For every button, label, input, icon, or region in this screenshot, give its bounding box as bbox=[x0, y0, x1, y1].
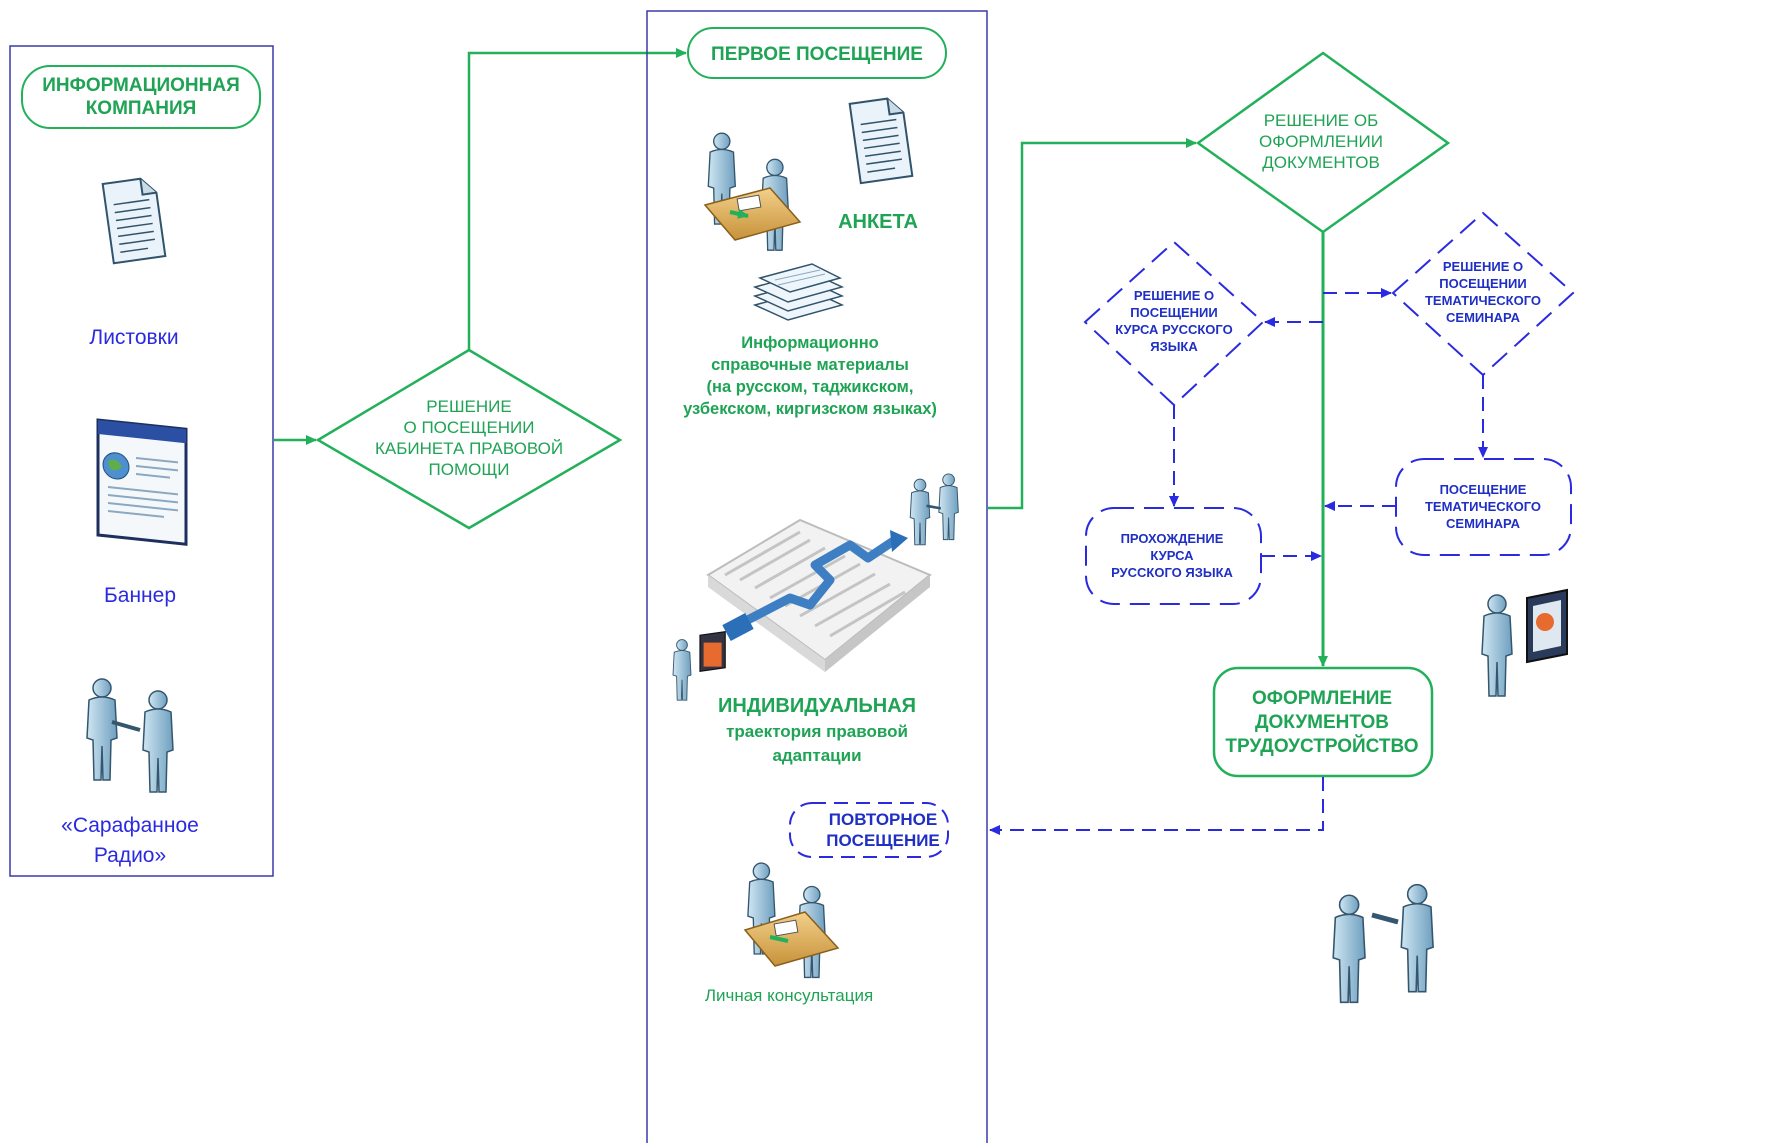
repeat-visit-line2: ПОСЕЩЕНИЕ bbox=[826, 831, 940, 850]
seminar-visit-line1: ПОСЕЩЕНИЕ bbox=[1440, 482, 1527, 497]
first-visit-title: ПЕРВОЕ ПОСЕЩЕНИЕ bbox=[711, 44, 923, 65]
repeat-visit-line1: ПОВТОРНОЕ bbox=[829, 810, 937, 829]
info-campaign-title-line1: ИНФОРМАЦИОННАЯ bbox=[42, 75, 239, 96]
employment-box bbox=[1212, 666, 1434, 778]
info-campaign-title-box bbox=[21, 65, 261, 129]
trajectory-line2: траектория правовой bbox=[726, 722, 908, 741]
seminar-visit-line2: ТЕМАТИЧЕСКОГО bbox=[1425, 499, 1541, 514]
personal-consultation-meeting-desk-icon bbox=[743, 862, 840, 979]
employment-line1: ОФОРМЛЕНИЕ bbox=[1252, 688, 1392, 709]
employment-handshake-icon bbox=[1332, 883, 1434, 1004]
connector-first-visit-to-documents-decision bbox=[988, 138, 1197, 510]
employment-line2: ДОКУМЕНТОВ bbox=[1255, 712, 1389, 733]
word-of-mouth-label-line1: «Сарафанное bbox=[61, 814, 199, 837]
decision-seminar-line4: СЕМИНАРА bbox=[1446, 310, 1521, 325]
decision-documents-diamond bbox=[1195, 51, 1451, 234]
personal-consultation-label: Личная консультация bbox=[705, 986, 873, 1005]
materials-line3: (на русском, таджикском, bbox=[707, 378, 914, 396]
decision-seminar-line1: РЕШЕНИЕ О bbox=[1443, 259, 1523, 274]
materials-line1: Информационно bbox=[741, 334, 879, 352]
decision-seminar-line3: ТЕМАТИЧЕСКОГО bbox=[1425, 293, 1541, 308]
decision-seminar-line2: ПОСЕЩЕНИИ bbox=[1439, 276, 1527, 291]
materials-line4: узбекском, киргизском языках) bbox=[683, 400, 937, 418]
decision-seminar-diamond bbox=[1391, 211, 1575, 377]
first-visit-title-box bbox=[687, 27, 947, 79]
leaflets-label: Листовки bbox=[89, 326, 178, 349]
russian-course-line2: КУРСА bbox=[1150, 548, 1194, 563]
decision-legal-office-line2: О ПОСЕЩЕНИИ bbox=[404, 418, 535, 437]
word-of-mouth-handshake-icon bbox=[86, 678, 174, 793]
presenter-presentation-icon bbox=[672, 631, 726, 701]
connector-decision-to-first-visit bbox=[467, 48, 687, 350]
seminar-presenter-presentation-icon bbox=[1481, 588, 1568, 697]
info-campaign-panel bbox=[9, 45, 274, 877]
decision-documents-line3: ДОКУМЕНТОВ bbox=[1262, 153, 1380, 172]
decision-russian-course-line3: КУРСА РУССКОГО bbox=[1115, 322, 1232, 337]
banner-label: Баннер bbox=[104, 584, 176, 607]
trajectory-line3: адаптации bbox=[772, 746, 861, 765]
info-campaign-title-line2: КОМПАНИЯ bbox=[86, 98, 197, 119]
decision-russian-course-line2: ПОСЕЩЕНИИ bbox=[1130, 305, 1218, 320]
questionnaire-label: АНКЕТА bbox=[838, 211, 918, 233]
trajectory-line1: ИНДИВИДУАЛЬНАЯ bbox=[718, 695, 916, 717]
decision-russian-course-line4: ЯЗЫКА bbox=[1150, 339, 1198, 354]
seminar-visit-line3: СЕМИНАРА bbox=[1446, 516, 1521, 531]
russian-course-line3: РУССКОГО ЯЗЫКА bbox=[1111, 565, 1233, 580]
decision-russian-course-line1: РЕШЕНИЕ О bbox=[1134, 288, 1214, 303]
agreement-handshake-icon bbox=[909, 473, 959, 546]
decision-legal-office-diamond bbox=[315, 348, 623, 530]
repeat-visit-box bbox=[789, 802, 949, 858]
connector-employment-to-repeat-visit bbox=[989, 777, 1324, 835]
decision-legal-office-line3: КАБИНЕТА ПРАВОВОЙ bbox=[375, 439, 563, 458]
decision-documents-line2: ОФОРМЛЕНИИ bbox=[1259, 132, 1383, 151]
decision-russian-course-diamond bbox=[1083, 240, 1265, 407]
decision-legal-office-line4: ПОМОЩИ bbox=[429, 460, 510, 479]
russian-course-line1: ПРОХОЖДЕНИЕ bbox=[1121, 531, 1224, 546]
questionnaire-document-icon bbox=[848, 95, 914, 185]
leaflet-document-icon bbox=[101, 175, 167, 265]
word-of-mouth-label-line2: Радио» bbox=[94, 844, 166, 867]
decision-documents-line1: РЕШЕНИЕ ОБ bbox=[1264, 111, 1379, 130]
consultation-meeting-desk-icon bbox=[703, 132, 802, 251]
maze-icon bbox=[706, 518, 932, 672]
materials-line2: справочные материалы bbox=[711, 356, 909, 374]
reference-materials-paper-stack-icon bbox=[752, 263, 845, 321]
banner-browser-window-icon bbox=[96, 418, 188, 546]
employment-line3: ТРУДОУСТРОЙСТВО bbox=[1225, 735, 1418, 757]
decision-legal-office-line1: РЕШЕНИЕ bbox=[426, 397, 511, 416]
